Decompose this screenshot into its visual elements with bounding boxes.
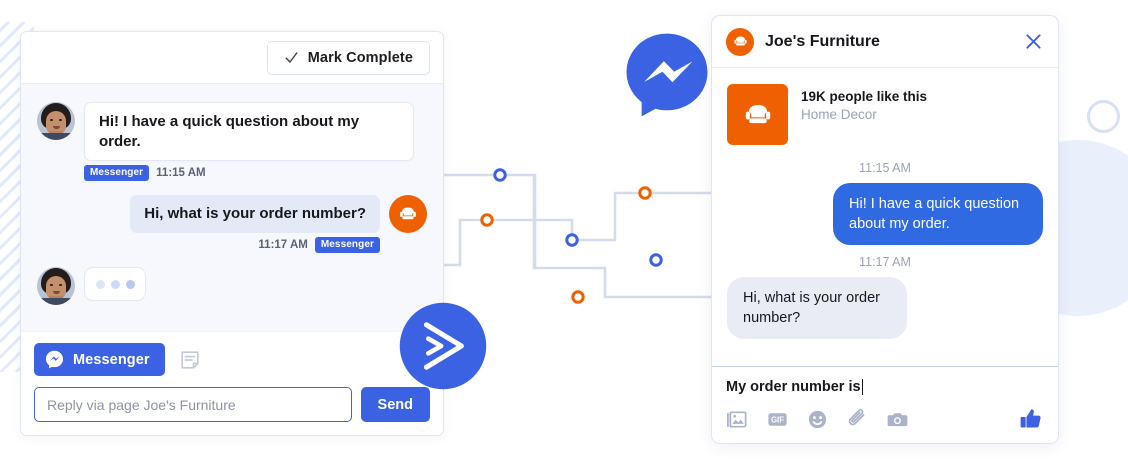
message-meta: Messenger 11:15 AM — [84, 165, 427, 181]
attachment-icon[interactable] — [846, 408, 869, 431]
widget-body: 19K people like this Home Decor 11:15 AM… — [712, 68, 1058, 366]
emoji-icon[interactable] — [806, 408, 829, 431]
widget-message-row-outgoing: Hi! I have a quick question about my ord… — [727, 183, 1043, 245]
messenger-widget-card: Joe's Furniture 19K people like this H — [711, 15, 1059, 444]
gif-icon[interactable]: GIF — [766, 408, 789, 431]
typing-dot — [125, 279, 135, 289]
page-likes-label: 19K people like this — [801, 89, 928, 104]
inbox-toolbar: Mark Complete — [21, 32, 443, 84]
circuit-connector-graphic — [430, 168, 720, 304]
message-bubble: Hi, what is your order number? — [130, 195, 380, 233]
reply-input[interactable] — [34, 387, 352, 422]
typing-dot — [110, 279, 120, 289]
ring-circle-decoration — [1087, 100, 1120, 133]
message-time: 11:15 AM — [156, 167, 206, 179]
circuit-node-blue-3 — [649, 253, 663, 267]
typing-dot — [95, 279, 105, 289]
note-icon[interactable] — [179, 349, 201, 371]
camera-icon[interactable] — [886, 408, 909, 431]
widget-tool-row: GIF — [726, 406, 1044, 432]
circuit-node-blue-1 — [493, 168, 507, 182]
circuit-node-blue-2 — [565, 233, 579, 247]
circuit-node-orange-1 — [480, 213, 494, 227]
widget-composer: My order number is GIF — [712, 366, 1058, 443]
agent-inbox-card: Mark Complete Hi! I have a quick questio… — [20, 31, 444, 436]
page-info-text: 19K people like this Home Decor — [801, 84, 927, 145]
message-row-incoming: Hi! I have a quick question about my ord… — [37, 102, 427, 161]
close-icon[interactable] — [1024, 32, 1043, 51]
send-button[interactable]: Send — [360, 387, 430, 422]
channel-tag: Messenger — [84, 165, 150, 181]
inbox-composer: Messenger Send — [21, 331, 443, 435]
message-bubble: Hi, what is your order number? — [727, 277, 907, 339]
customer-avatar — [37, 102, 75, 140]
message-timestamp: 11:15 AM — [859, 161, 911, 175]
send-arrow-logo-decoration — [399, 302, 487, 390]
reply-row: Send — [34, 387, 430, 422]
message-row-outgoing: Hi, what is your order number? — [37, 195, 427, 233]
messenger-logo-decoration — [626, 33, 708, 117]
widget-title: Joe's Furniture — [765, 32, 880, 50]
circuit-node-orange-2 — [638, 186, 652, 200]
widget-message-input[interactable]: My order number is — [726, 379, 1044, 395]
message-timestamp: 11:17 AM — [859, 255, 911, 269]
check-icon — [285, 52, 298, 63]
text-caret — [861, 379, 864, 395]
widget-input-value: My order number is — [726, 379, 861, 395]
channel-tag: Messenger — [314, 237, 380, 253]
channel-selector-row: Messenger — [34, 343, 430, 376]
circuit-node-orange-3 — [571, 290, 585, 304]
armchair-icon — [745, 104, 770, 123]
widget-header: Joe's Furniture — [712, 16, 1058, 68]
mark-complete-label: Mark Complete — [307, 49, 413, 66]
channel-label: Messenger — [73, 351, 150, 368]
widget-logo — [726, 27, 754, 56]
messenger-icon — [45, 350, 64, 369]
conversation-thread: Hi! I have a quick question about my ord… — [21, 84, 443, 331]
mark-complete-button[interactable]: Mark Complete — [266, 40, 430, 75]
thumbs-up-icon[interactable] — [1018, 406, 1044, 432]
joes-furniture-logo — [389, 195, 427, 233]
message-time: 11:17 AM — [258, 239, 308, 251]
armchair-icon — [400, 207, 416, 220]
page-thumbnail — [727, 84, 788, 145]
typing-indicator — [84, 267, 146, 301]
channel-messenger-button[interactable]: Messenger — [34, 343, 165, 376]
image-icon[interactable] — [726, 408, 749, 431]
armchair-icon — [733, 36, 747, 46]
customer-avatar — [37, 267, 75, 305]
typing-indicator-row — [37, 267, 427, 305]
page-info-card: 19K people like this Home Decor — [727, 84, 1043, 145]
message-bubble: Hi! I have a quick question about my ord… — [84, 102, 414, 161]
svg-text:GIF: GIF — [771, 415, 784, 424]
message-meta: 11:17 AM Messenger — [37, 237, 380, 253]
widget-message-row-incoming: Hi, what is your order number? — [727, 277, 1043, 339]
page-category-label: Home Decor — [801, 107, 877, 122]
message-bubble: Hi! I have a quick question about my ord… — [833, 183, 1043, 245]
